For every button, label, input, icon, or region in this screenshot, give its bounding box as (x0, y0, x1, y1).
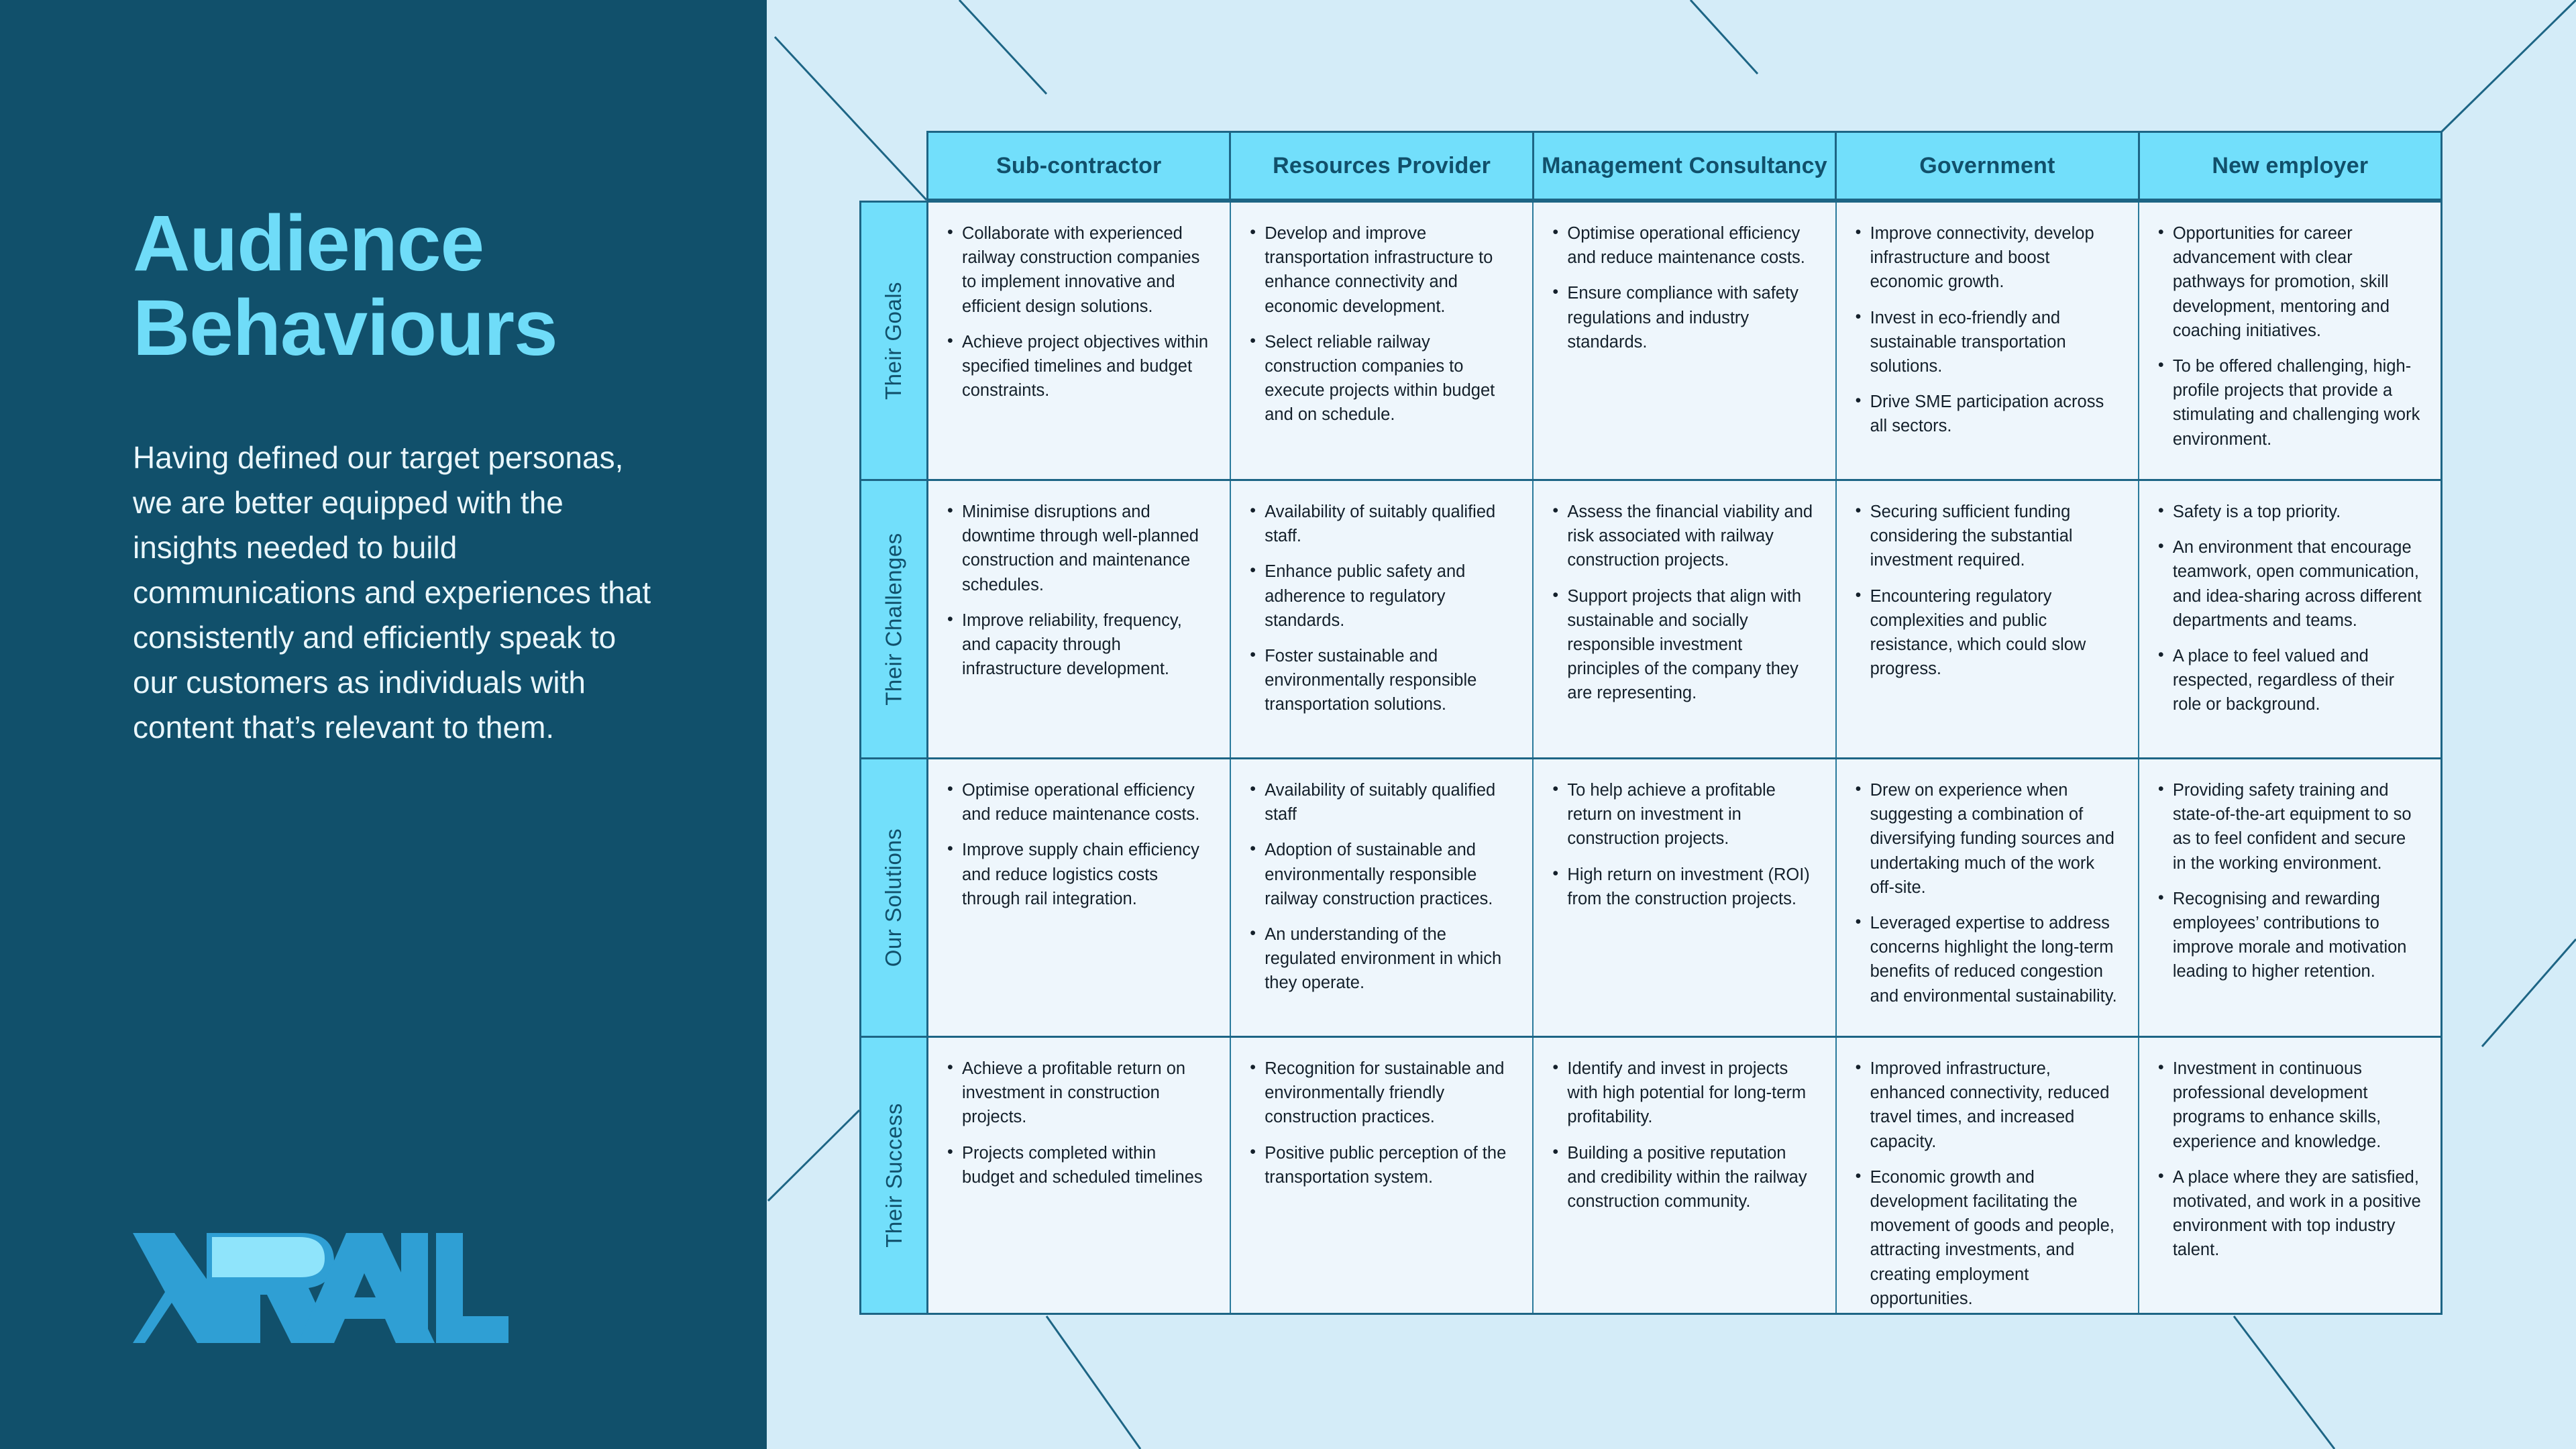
page-title-line-2: Behaviours (133, 284, 558, 373)
column-header-management-consultancy: Management Consultancy (1534, 133, 1837, 199)
list-item: Minimise disruptions and downtime throug… (946, 499, 1212, 597)
matrix-body: Their Goals Collaborate with experienced… (859, 201, 2443, 1315)
list-item: Collaborate with experienced railway con… (946, 221, 1212, 319)
list-item: Adoption of sustainable and environmenta… (1248, 837, 1515, 911)
list-item: Improved infrastructure, enhanced connec… (1854, 1056, 2121, 1154)
cell-their-goals-new-employer: Opportunities for career advancement wit… (2139, 203, 2441, 479)
list-item: Ensure compliance with safety regulation… (1551, 280, 1817, 354)
list-item: Improve reliability, frequency, and capa… (946, 608, 1212, 682)
cell-our-solutions-management-consultancy: To help achieve a profitable return on i… (1534, 759, 1837, 1036)
audience-behaviours-matrix: Sub-contractor Resources Provider Manage… (859, 131, 2443, 1315)
list-item: Safety is a top priority. (2157, 499, 2423, 524)
list-item: Optimise operational efficiency and redu… (1551, 221, 1817, 270)
list-item: An environment that encourage teamwork, … (2157, 535, 2423, 633)
list-item: To be offered challenging, high-profile … (2157, 354, 2423, 451)
list-item: Improve supply chain efficiency and redu… (946, 837, 1212, 911)
cell-their-goals-resources-provider: Develop and improve transportation infra… (1231, 203, 1534, 479)
row-label-their-success-text: Their Success (881, 1103, 906, 1248)
list-item: A place where they are satisfied, motiva… (2157, 1165, 2423, 1263)
column-header-government: Government (1837, 133, 2140, 199)
cell-our-solutions-government: Drew on experience when suggesting a com… (1836, 759, 2139, 1036)
list-item: An understanding of the regulated enviro… (1248, 922, 1515, 996)
page-title: Audience Behaviours (133, 201, 663, 371)
cell-their-challenges-management-consultancy: Assess the financial viability and risk … (1534, 481, 1837, 757)
cell-their-challenges-new-employer: Safety is a top priority. An environment… (2139, 481, 2441, 757)
cell-their-challenges-resources-provider: Availability of suitably qualified staff… (1231, 481, 1534, 757)
list-item: Enhance public safety and adherence to r… (1248, 559, 1515, 633)
xrail-logo (133, 1233, 508, 1343)
list-item: Select reliable railway construction com… (1248, 329, 1515, 427)
cell-their-goals-management-consultancy: Optimise operational efficiency and redu… (1534, 203, 1837, 479)
list-item: Achieve a profitable return on investmen… (946, 1056, 1212, 1130)
list-item: Providing safety training and state-of-t… (2157, 777, 2423, 875)
column-header-new-employer: New employer (2212, 152, 2369, 178)
row-label-their-challenges: Their Challenges (861, 481, 928, 757)
list-item: Investment in continuous professional de… (2157, 1056, 2423, 1154)
list-item: Building a positive reputation and credi… (1551, 1140, 1817, 1214)
cell-their-challenges-sub-contractor: Minimise disruptions and downtime throug… (928, 481, 1232, 757)
page-title-line-1: Audience (133, 199, 484, 288)
column-header-resources-provider: Resources Provider (1231, 133, 1534, 199)
list-item: Recognition for sustainable and environm… (1248, 1056, 1515, 1130)
row-label-their-challenges-text: Their Challenges (881, 533, 906, 706)
list-item: Drive SME participation across all secto… (1854, 389, 2121, 438)
list-item: Drew on experience when suggesting a com… (1854, 777, 2121, 900)
list-item: Develop and improve transportation infra… (1248, 221, 1515, 319)
row-label-their-success: Their Success (861, 1038, 928, 1313)
list-item: High return on investment (ROI) from the… (1551, 862, 1817, 911)
intro-panel: Audience Behaviours Having defined our t… (0, 0, 767, 1449)
list-item: Encountering regulatory complexities and… (1854, 584, 2121, 682)
list-item: Projects completed within budget and sch… (946, 1140, 1212, 1189)
list-item: Invest in eco-friendly and sustainable t… (1854, 305, 2121, 379)
list-item: Achieve project objectives within specif… (946, 329, 1212, 403)
list-item: Opportunities for career advancement wit… (2157, 221, 2423, 343)
cell-our-solutions-new-employer: Providing safety training and state-of-t… (2139, 759, 2441, 1036)
list-item: Positive public perception of the transp… (1248, 1140, 1515, 1189)
cell-their-goals-government: Improve connectivity, develop infrastruc… (1836, 203, 2139, 479)
intro-panel-content: Audience Behaviours Having defined our t… (133, 201, 663, 751)
cell-their-goals-sub-contractor: Collaborate with experienced railway con… (928, 203, 1232, 479)
list-item: Foster sustainable and environmentally r… (1248, 643, 1515, 717)
list-item: Securing sufficient funding considering … (1854, 499, 2121, 573)
cell-their-success-government: Improved infrastructure, enhanced connec… (1836, 1038, 2139, 1313)
list-item: Assess the financial viability and risk … (1551, 499, 1817, 573)
list-item: Recognising and rewarding employees’ con… (2157, 886, 2423, 984)
list-item: Economic growth and development facilita… (1854, 1165, 2121, 1311)
row-label-our-solutions: Our Solutions (861, 759, 928, 1036)
cell-their-success-sub-contractor: Achieve a profitable return on investmen… (928, 1038, 1232, 1313)
list-item: A place to feel valued and respected, re… (2157, 643, 2423, 717)
cell-our-solutions-sub-contractor: Optimise operational efficiency and redu… (928, 759, 1232, 1036)
cell-our-solutions-resources-provider: Availability of suitably qualified staff… (1231, 759, 1534, 1036)
cell-their-success-management-consultancy: Identify and invest in projects with hig… (1534, 1038, 1837, 1313)
row-label-our-solutions-text: Our Solutions (881, 828, 906, 967)
list-item: Support projects that align with sustain… (1551, 584, 1817, 706)
row-label-their-goals-text: Their Goals (881, 281, 906, 400)
cell-their-success-resources-provider: Recognition for sustainable and environm… (1231, 1038, 1534, 1313)
list-item: Leveraged expertise to address concerns … (1854, 910, 2121, 1008)
column-header-sub-contractor: Sub-contractor (928, 133, 1232, 199)
intro-paragraph: Having defined our target personas, we a… (133, 439, 651, 745)
list-item: Availability of suitably qualified staff (1248, 777, 1515, 826)
list-item: To help achieve a profitable return on i… (1551, 777, 1817, 851)
list-item: Improve connectivity, develop infrastruc… (1854, 221, 2121, 294)
list-item: Availability of suitably qualified staff… (1248, 499, 1515, 548)
row-label-their-goals: Their Goals (861, 203, 928, 479)
list-item: Optimise operational efficiency and redu… (946, 777, 1212, 826)
matrix-header-row: Sub-contractor Resources Provider Manage… (926, 131, 2443, 201)
list-item: Identify and invest in projects with hig… (1551, 1056, 1817, 1130)
cell-their-challenges-government: Securing sufficient funding considering … (1836, 481, 2139, 757)
matrix-row-their-challenges: Their Challenges Minimise disruptions an… (861, 481, 2441, 759)
matrix-row-their-success: Their Success Achieve a profitable retur… (861, 1038, 2441, 1313)
cell-their-success-new-employer: Investment in continuous professional de… (2139, 1038, 2441, 1313)
matrix-row-our-solutions: Our Solutions Optimise operational effic… (861, 759, 2441, 1038)
matrix-row-their-goals: Their Goals Collaborate with experienced… (861, 203, 2441, 481)
